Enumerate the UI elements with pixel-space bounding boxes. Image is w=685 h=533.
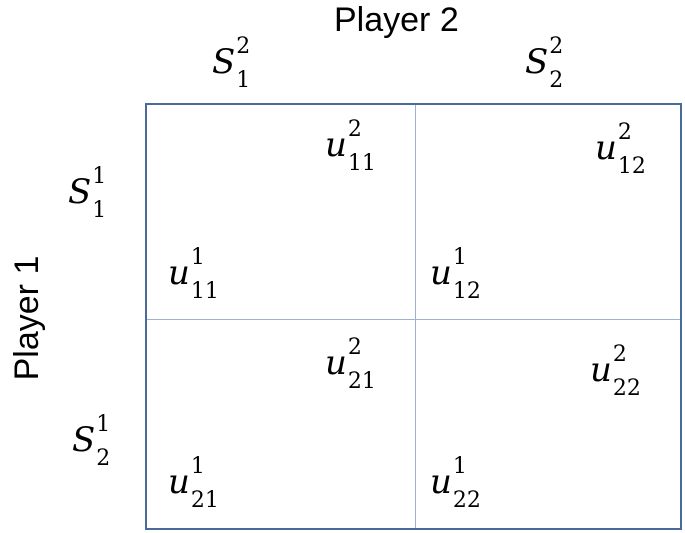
math-sup: 2 bbox=[617, 120, 632, 145]
math-base: S bbox=[212, 42, 236, 82]
math-sub: 12 bbox=[617, 154, 646, 179]
math-sup: 1 bbox=[190, 454, 205, 479]
math-sup: 1 bbox=[92, 164, 107, 189]
math-base: u bbox=[430, 462, 452, 502]
player-2-label: Player 2 bbox=[334, 1, 459, 39]
math-base: S bbox=[525, 42, 549, 82]
math-sub: 12 bbox=[452, 279, 481, 304]
math-base: S bbox=[68, 172, 92, 212]
math-sub: 22 bbox=[452, 488, 481, 513]
math-base: u bbox=[168, 462, 190, 502]
math-sub: 11 bbox=[190, 279, 219, 304]
math-sub: 2 bbox=[549, 68, 564, 93]
math-sup: 2 bbox=[612, 342, 627, 367]
math-sub: 22 bbox=[612, 376, 641, 401]
math-sup: 1 bbox=[452, 245, 467, 270]
math-base: S bbox=[72, 420, 96, 460]
math-base: u bbox=[430, 253, 452, 293]
math-base: u bbox=[595, 128, 617, 168]
math-sup: 2 bbox=[347, 335, 362, 360]
math-base: u bbox=[590, 350, 612, 390]
math-base: u bbox=[168, 253, 190, 293]
math-sup: 2 bbox=[236, 34, 251, 59]
math-base: u bbox=[325, 343, 347, 383]
math-sub: 1 bbox=[92, 198, 107, 223]
math-sup: 2 bbox=[549, 34, 564, 59]
math-sub: 21 bbox=[347, 369, 376, 394]
math-sup: 1 bbox=[96, 412, 111, 437]
math-sub: 11 bbox=[347, 151, 376, 176]
payoff-matrix bbox=[145, 103, 682, 530]
math-sub: 1 bbox=[236, 68, 251, 93]
math-sup: 2 bbox=[347, 117, 362, 142]
player-1-label: Player 1 bbox=[8, 255, 46, 381]
math-sub: 2 bbox=[96, 446, 111, 471]
math-sup: 1 bbox=[452, 454, 467, 479]
math-base: u bbox=[325, 125, 347, 165]
horizontal-divider bbox=[147, 319, 680, 320]
math-sub: 21 bbox=[190, 488, 219, 513]
vertical-divider bbox=[415, 105, 416, 528]
math-sup: 1 bbox=[190, 245, 205, 270]
